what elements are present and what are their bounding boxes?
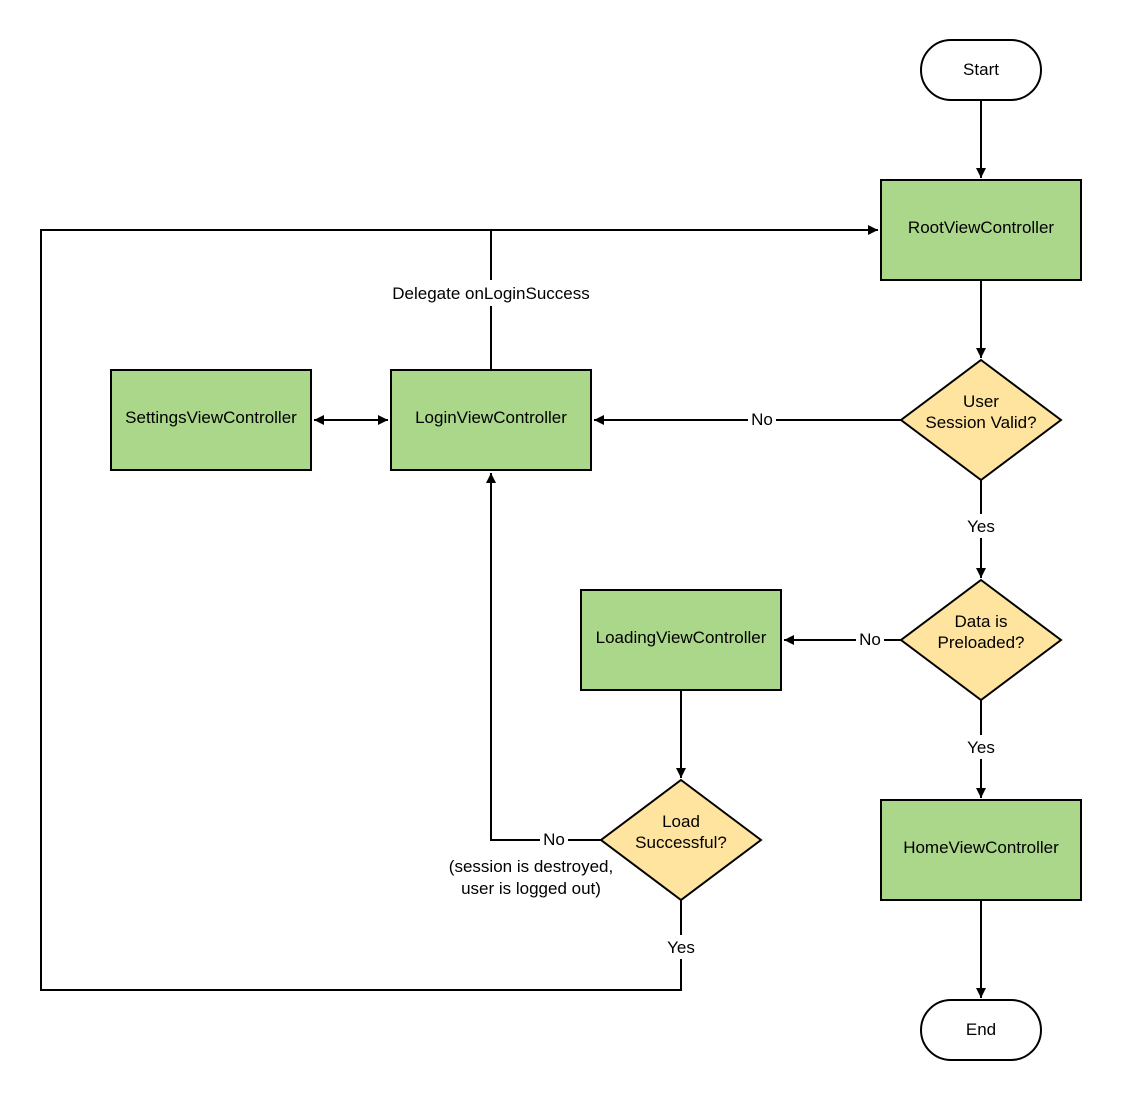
delegate-label: Delegate onLoginSuccess xyxy=(392,284,590,303)
preloaded-no-label-bg xyxy=(856,628,884,652)
load-no-label: No xyxy=(543,830,565,849)
loading-view-controller-node: LoadingViewController xyxy=(580,589,782,691)
load-no-label-bg xyxy=(540,828,568,852)
session-no-label: No xyxy=(751,410,773,429)
start-label: Start xyxy=(963,60,999,79)
start-node: Start xyxy=(920,39,1042,101)
loading-view-controller-label: LoadingViewController xyxy=(596,628,767,647)
end-node: End xyxy=(920,999,1042,1061)
settings-view-controller-node: SettingsViewController xyxy=(110,369,312,471)
data-preloaded-line2: Preloaded? xyxy=(938,633,1025,652)
preloaded-yes-label: Yes xyxy=(967,738,995,757)
settings-view-controller-label: SettingsViewController xyxy=(125,408,297,427)
home-view-controller-label: HomeViewController xyxy=(903,838,1059,857)
load-yes-label-bg xyxy=(661,935,701,959)
load-no-note-line2: user is logged out) xyxy=(461,879,601,898)
edge-load-yes-to-root xyxy=(40,229,682,991)
login-view-controller-label: LoginViewController xyxy=(415,408,567,427)
load-successful-decision: Load Successful? xyxy=(599,778,763,902)
home-view-controller-node: HomeViewController xyxy=(880,799,1082,901)
root-view-controller-label: RootViewController xyxy=(908,218,1054,237)
load-no-note-line1: (session is destroyed, xyxy=(449,857,613,876)
load-yes-label: Yes xyxy=(667,938,695,957)
data-preloaded-line1: Data is xyxy=(955,612,1008,631)
session-no-label-bg xyxy=(748,408,776,432)
session-yes-label: Yes xyxy=(967,517,995,536)
preloaded-yes-label-bg xyxy=(961,735,1001,759)
load-successful-line1: Load xyxy=(662,812,700,831)
session-valid-line1: User xyxy=(963,392,999,411)
root-view-controller-node: RootViewController xyxy=(880,179,1082,281)
data-preloaded-decision: Data is Preloaded? xyxy=(899,578,1063,702)
load-successful-line2: Successful? xyxy=(635,833,727,852)
preloaded-no-label: No xyxy=(859,630,881,649)
end-label: End xyxy=(966,1020,996,1039)
session-valid-line2: Session Valid? xyxy=(925,413,1036,432)
session-valid-decision: User Session Valid? xyxy=(899,358,1063,482)
delegate-label-bg xyxy=(382,280,600,306)
session-yes-label-bg xyxy=(961,514,1001,538)
login-view-controller-node: LoginViewController xyxy=(390,369,592,471)
